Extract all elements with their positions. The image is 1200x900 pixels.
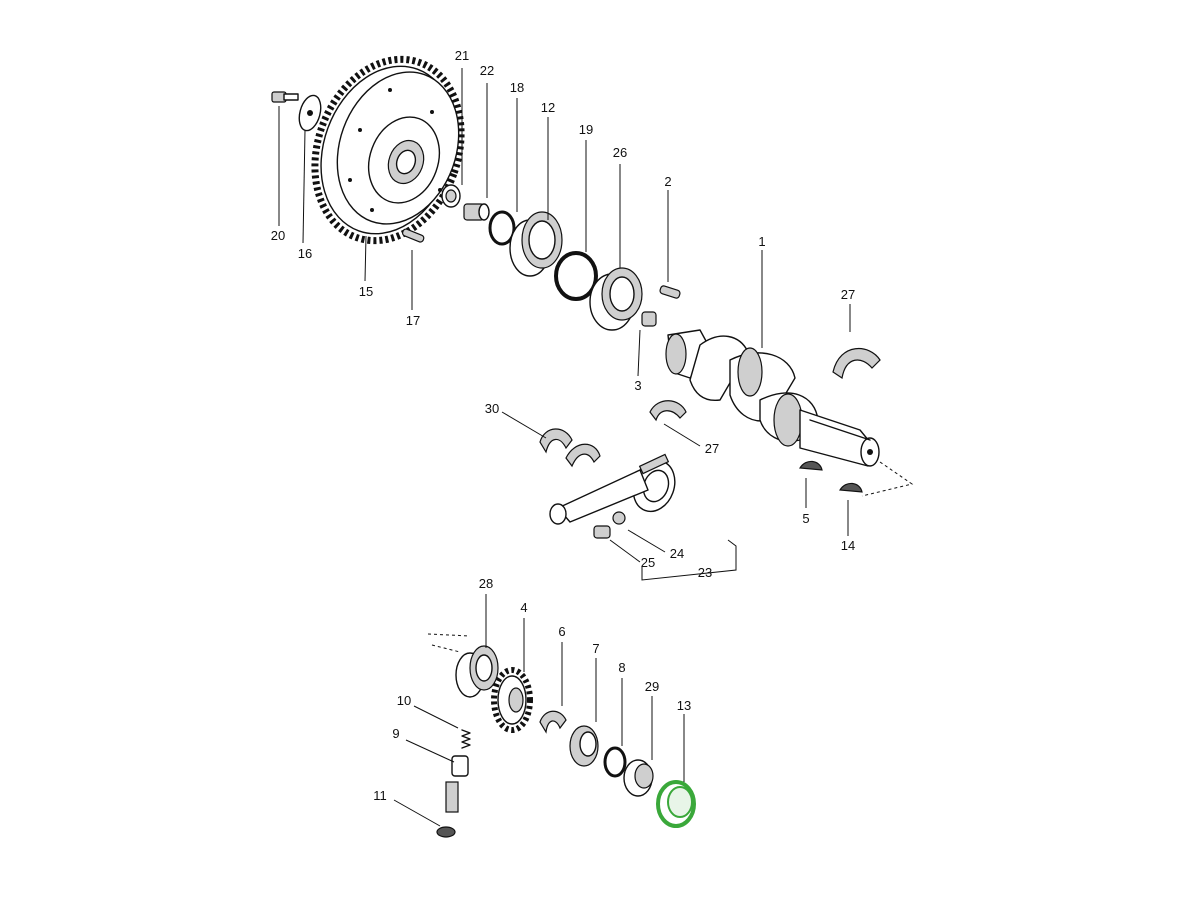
callout-10: 10 bbox=[397, 693, 411, 708]
conrod-bearing-shells-part[interactable] bbox=[539, 428, 601, 468]
callout-25: 25 bbox=[641, 555, 655, 570]
callout-17: 17 bbox=[406, 313, 420, 328]
bearing-half-shell-part[interactable] bbox=[832, 347, 881, 380]
callout-12: 12 bbox=[541, 100, 555, 115]
crankshaft-part[interactable] bbox=[665, 329, 880, 467]
bracket-23 bbox=[641, 539, 737, 581]
callout-26: 26 bbox=[613, 145, 627, 160]
washer-plate-part[interactable] bbox=[296, 93, 325, 133]
crankshaft-gear-part[interactable] bbox=[491, 667, 533, 733]
dowel-pin-part[interactable] bbox=[401, 228, 425, 243]
callout-27-right: 27 bbox=[841, 287, 855, 302]
callout-5: 5 bbox=[802, 511, 809, 526]
callout-8: 8 bbox=[618, 660, 625, 675]
oil-thrower-part[interactable] bbox=[623, 759, 654, 797]
callout-19: 19 bbox=[579, 122, 593, 137]
conrod-bushing-part[interactable] bbox=[593, 525, 611, 539]
circlip-part[interactable] bbox=[603, 746, 627, 778]
rear-bearing-part[interactable] bbox=[455, 645, 499, 698]
callout-22: 22 bbox=[480, 63, 494, 78]
callout-14: 14 bbox=[841, 538, 855, 553]
callout-9: 9 bbox=[392, 726, 399, 741]
callout-7: 7 bbox=[592, 641, 599, 656]
callout-15: 15 bbox=[359, 284, 373, 299]
conrod-nut-part[interactable] bbox=[612, 511, 626, 525]
spring-part[interactable] bbox=[461, 729, 471, 749]
main-bearing-part[interactable] bbox=[509, 211, 563, 277]
dowel-part[interactable] bbox=[659, 285, 681, 299]
bearing-half-shell-part[interactable] bbox=[649, 400, 687, 422]
callout-29: 29 bbox=[645, 679, 659, 694]
callout-28: 28 bbox=[479, 576, 493, 591]
spacer-ring-part[interactable] bbox=[539, 710, 567, 734]
callout-27-left: 27 bbox=[705, 441, 719, 456]
flywheel-bolt-part[interactable] bbox=[271, 91, 299, 103]
callout-labels: 1 2 3 4 5 6 7 8 9 10 11 12 13 14 15 16 1… bbox=[271, 48, 855, 803]
woodruff-key-part[interactable] bbox=[798, 460, 823, 471]
bushing-part[interactable] bbox=[641, 311, 657, 327]
callout-30: 30 bbox=[485, 401, 499, 416]
shim-washer-part[interactable] bbox=[436, 826, 456, 838]
callout-6: 6 bbox=[558, 624, 565, 639]
callout-4: 4 bbox=[520, 600, 527, 615]
callout-16: 16 bbox=[298, 246, 312, 261]
callout-24: 24 bbox=[670, 546, 684, 561]
seal-ring-part[interactable] bbox=[441, 184, 461, 208]
callout-20: 20 bbox=[271, 228, 285, 243]
drive-shaft-part[interactable] bbox=[445, 755, 469, 813]
woodruff-key-part[interactable] bbox=[838, 482, 863, 493]
callout-13: 13 bbox=[677, 698, 691, 713]
callout-3: 3 bbox=[634, 378, 641, 393]
needle-bearing-part[interactable] bbox=[463, 203, 490, 221]
callout-18: 18 bbox=[510, 80, 524, 95]
thrust-washer-part[interactable] bbox=[554, 251, 598, 301]
callout-21: 21 bbox=[455, 48, 469, 63]
callout-2: 2 bbox=[664, 174, 671, 189]
o-ring-part[interactable] bbox=[488, 210, 516, 246]
callout-11: 11 bbox=[373, 788, 387, 803]
connecting-rod-part[interactable] bbox=[549, 453, 682, 525]
distributor-drive-gear-part[interactable] bbox=[569, 725, 599, 767]
flywheel-part[interactable] bbox=[290, 39, 485, 262]
bearing-shell-part[interactable] bbox=[589, 267, 643, 331]
leader-lines bbox=[278, 68, 851, 827]
callout-23: 23 bbox=[698, 565, 712, 580]
oil-seal-part[interactable] bbox=[656, 780, 696, 828]
callout-1: 1 bbox=[758, 234, 765, 249]
